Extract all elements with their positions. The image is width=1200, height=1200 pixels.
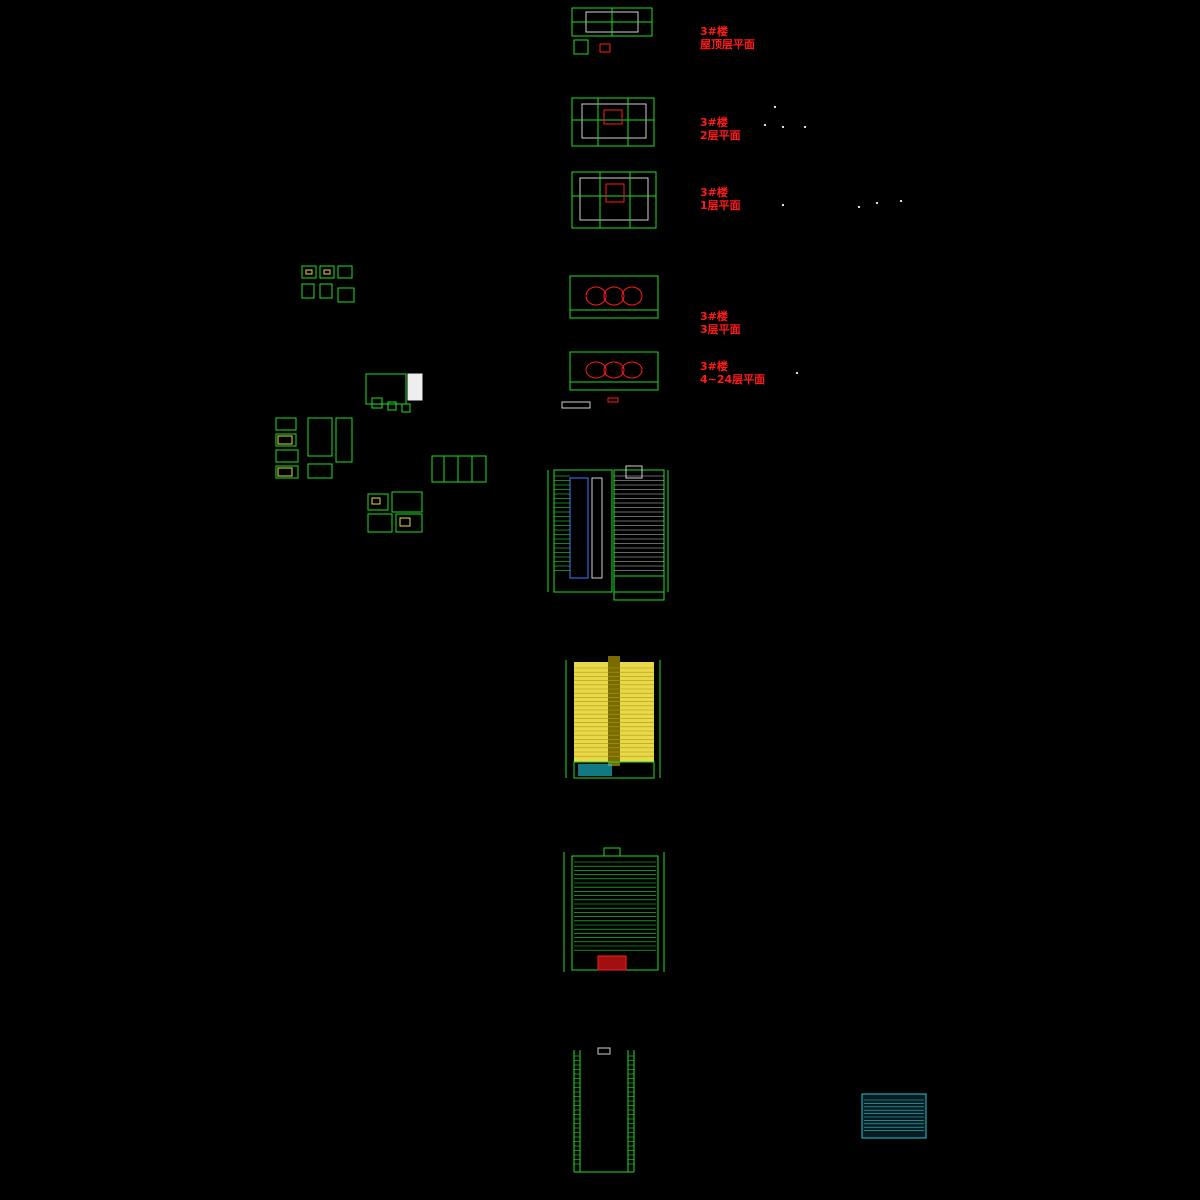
label-roof-floor: 屋顶层平面 — [700, 38, 755, 51]
side-elevation-floor-lines — [574, 861, 656, 951]
front-elevation-floor-lines — [574, 667, 654, 757]
label-floor-2-plan: 3#楼 2层平面 — [700, 116, 741, 142]
label-floor-3-plan: 3#楼 3层平面 — [700, 310, 741, 336]
label-floor-4-24-plan: 3#楼 4~24层平面 — [700, 360, 765, 386]
front-elevation — [565, 656, 661, 779]
floor-1-plan — [571, 171, 657, 229]
title-block-table-rows — [864, 1099, 924, 1131]
label-floor-1-building: 3#楼 — [700, 186, 728, 199]
building-section — [547, 465, 669, 601]
label-roof-plan: 3#楼 屋顶层平面 — [700, 25, 755, 51]
detail-cluster-right — [431, 455, 487, 483]
label-floor-4-24-building: 3#楼 — [700, 360, 728, 373]
label-floor-2-floor: 2层平面 — [700, 129, 741, 142]
label-floor-2-building: 3#楼 — [700, 116, 728, 129]
label-floor-1-floor: 1层平面 — [700, 199, 741, 212]
detail-cluster-top — [301, 265, 355, 303]
section-floor-lines — [554, 475, 664, 571]
label-floor-3-floor: 3层平面 — [700, 323, 741, 336]
detail-cluster-mid — [365, 373, 423, 413]
label-floor-1-plan: 3#楼 1层平面 — [700, 186, 741, 212]
title-block-table — [861, 1093, 927, 1139]
label-floor-3-building: 3#楼 — [700, 310, 728, 323]
floor-4-24-plan — [561, 351, 659, 409]
floor-2-plan — [571, 97, 655, 147]
label-floor-4-24-floor: 4~24层平面 — [700, 373, 766, 386]
narrow-elevation — [573, 1047, 635, 1173]
detail-cluster-bottom — [367, 491, 423, 533]
floor-3-plan — [569, 275, 659, 319]
narrow-elevation-floor-lines — [574, 1055, 634, 1165]
label-roof-building: 3#楼 — [700, 25, 728, 38]
roof-floor-plan — [571, 7, 653, 55]
stray-marks — [764, 106, 902, 374]
side-elevation — [563, 847, 665, 972]
detail-cluster-left — [275, 417, 353, 479]
